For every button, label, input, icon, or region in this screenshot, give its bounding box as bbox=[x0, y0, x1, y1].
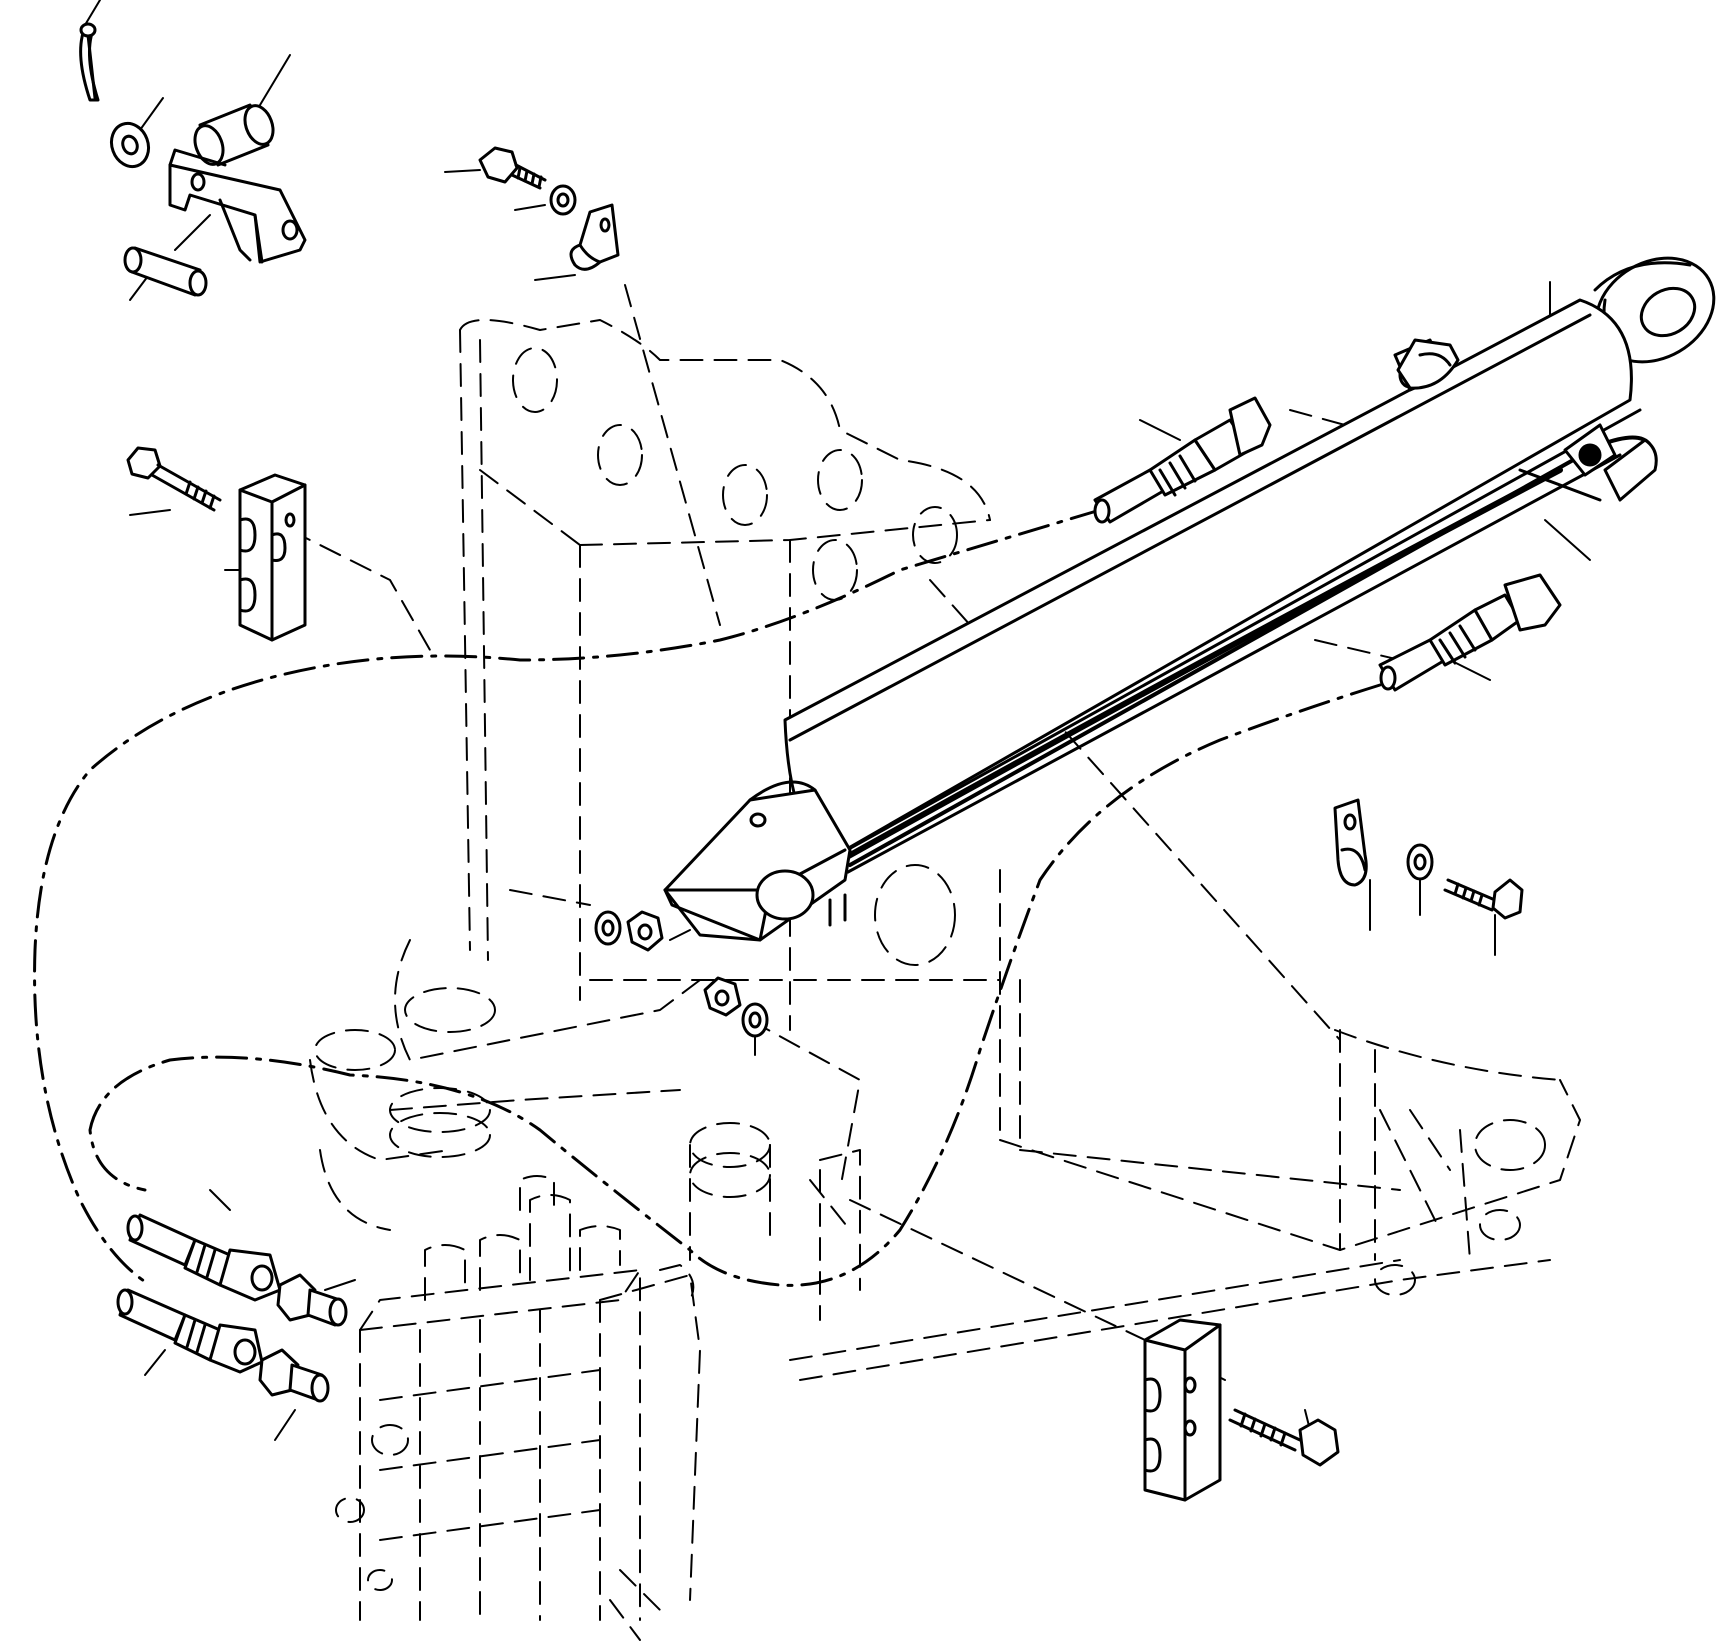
bushing-icon bbox=[193, 103, 275, 167]
hose-fitting-icon bbox=[1396, 338, 1460, 390]
bolt-icon bbox=[478, 146, 547, 190]
washer-icon bbox=[594, 910, 622, 946]
nut-icon bbox=[703, 976, 742, 1017]
washer-icon bbox=[741, 1002, 769, 1038]
hose-fitting-icon bbox=[1378, 573, 1562, 692]
hose-fitting-icon bbox=[1093, 396, 1272, 524]
cotter-pin-icon bbox=[79, 22, 100, 102]
washer-icon bbox=[109, 121, 151, 169]
hose-routing-lines bbox=[33, 508, 1382, 1287]
clamp-bracket-icon bbox=[168, 148, 307, 264]
hose-fitting-icon bbox=[126, 1213, 282, 1302]
hose-clip-icon bbox=[1333, 798, 1368, 887]
bolt-icon bbox=[1228, 1408, 1340, 1467]
adapter-icon bbox=[258, 1348, 330, 1403]
hose-clip-icon bbox=[569, 203, 620, 271]
bolt-icon bbox=[126, 446, 222, 512]
hose-fitting-icon bbox=[116, 1288, 264, 1374]
hydraulic-cylinder-icon bbox=[663, 256, 1716, 942]
bolt-icon bbox=[1443, 878, 1524, 920]
control-valve-icon bbox=[335, 1175, 701, 1641]
frame-structure-phantom bbox=[309, 319, 1581, 1381]
washer-icon bbox=[549, 184, 577, 216]
hose-clamp-block-icon bbox=[1143, 1318, 1222, 1502]
adapter-icon bbox=[276, 1273, 348, 1327]
washer-icon bbox=[1406, 843, 1434, 881]
hose-clamp-block-icon bbox=[238, 473, 307, 642]
pin-icon bbox=[123, 246, 208, 297]
nut-icon bbox=[626, 910, 664, 952]
